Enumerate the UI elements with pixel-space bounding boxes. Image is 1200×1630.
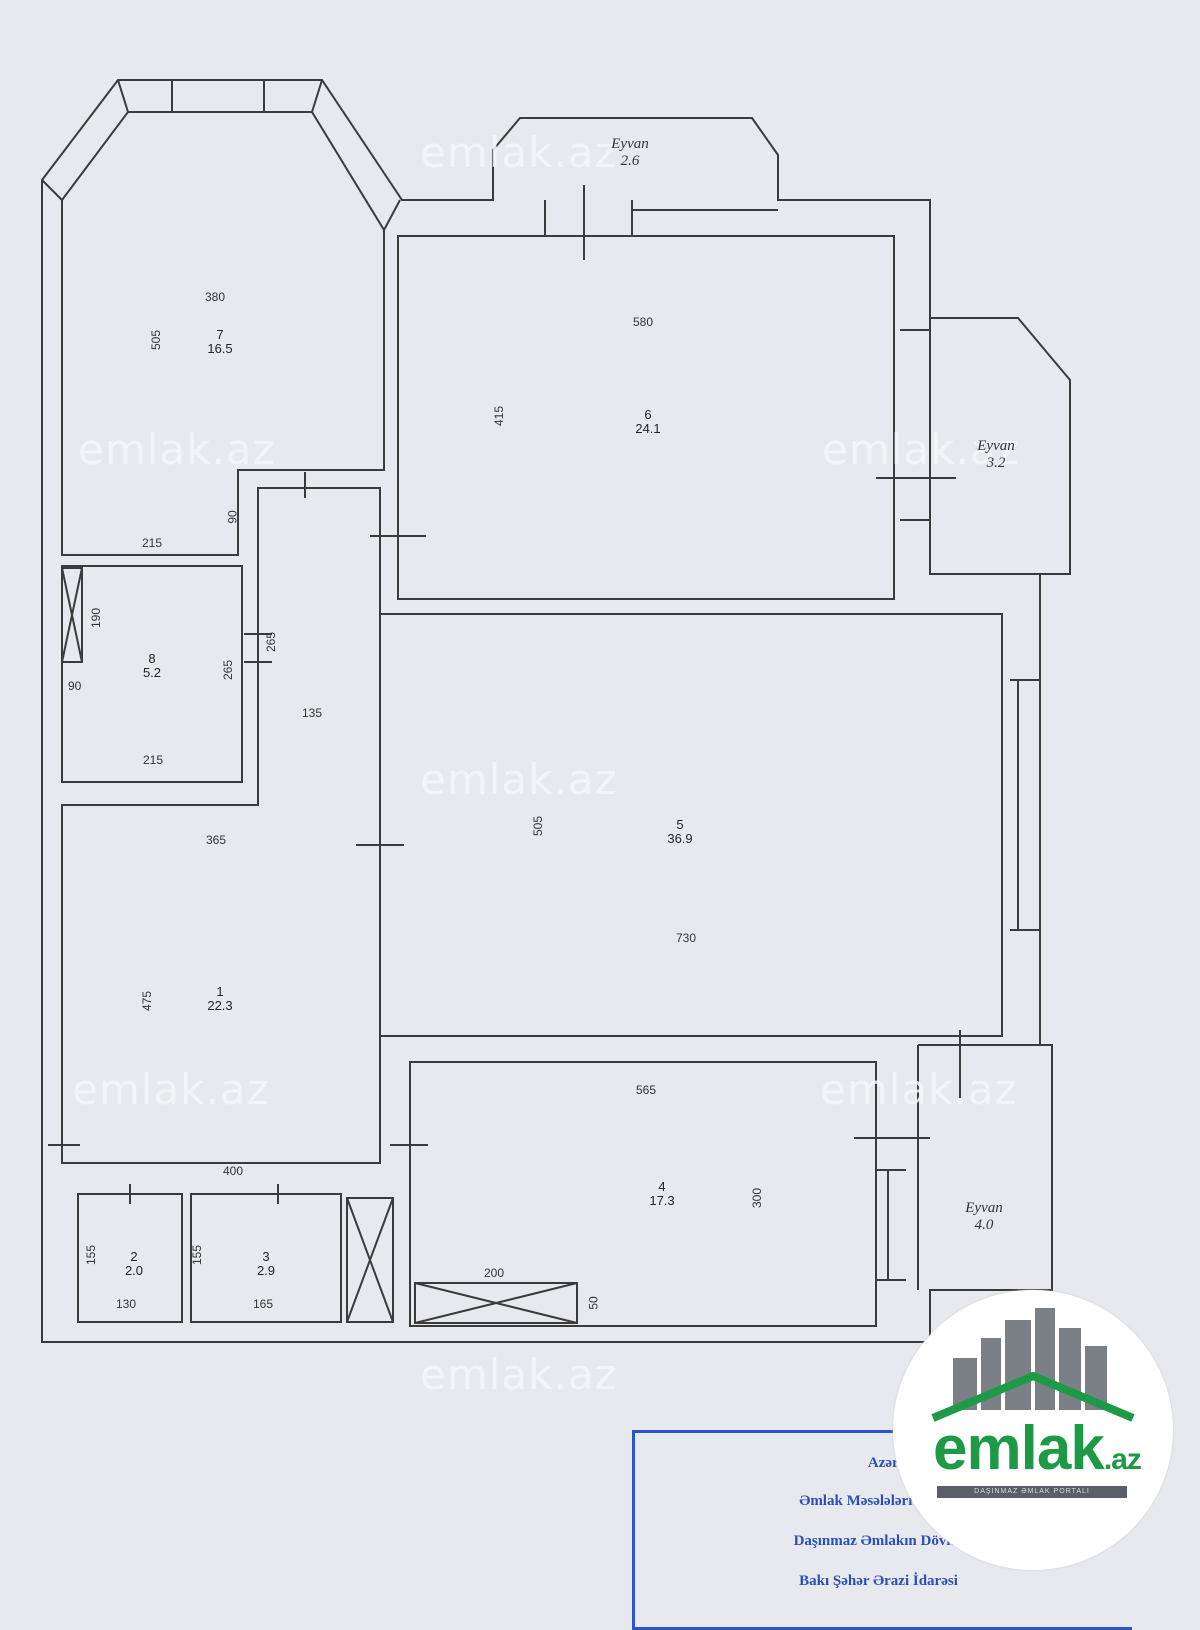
dimension-label: 505: [531, 815, 546, 837]
dimension-label: 475: [140, 990, 155, 1012]
corridor-wall: [61, 487, 381, 1164]
dimension-label: 580: [633, 315, 654, 329]
door-marks: [48, 185, 961, 1204]
dimension-label: 155: [84, 1244, 99, 1266]
dimension-label: 215: [143, 753, 164, 767]
outer-wall: [41, 79, 1071, 1343]
buildings-icon: [931, 1308, 1135, 1422]
dimension-label: 90: [225, 510, 240, 524]
dimension-label: 400: [223, 1164, 244, 1178]
dimension-label: 165: [253, 1297, 274, 1311]
emlak-logo: emlak.az DAŞINMAZ ƏMLAK PORTALI: [893, 1290, 1173, 1570]
watermark: emlak.az: [420, 755, 618, 804]
dimension-label: 135: [302, 706, 323, 720]
watermark: emlak.az: [822, 425, 1020, 474]
balcony-3-wall: [929, 318, 1040, 575]
dimension-label: 265: [221, 659, 236, 681]
watermark: emlak.az: [420, 1350, 618, 1399]
closet-wall: [414, 1282, 578, 1324]
shaft-wall: [346, 1197, 394, 1323]
dimension-label: 90: [68, 679, 82, 693]
logo-tagline: DAŞINMAZ ƏMLAK PORTALI: [937, 1486, 1127, 1498]
window-lines: [41, 79, 1040, 1281]
dimension-label: 365: [206, 833, 227, 847]
dimension-label: 190: [89, 607, 104, 629]
dimension-label: 155: [190, 1244, 205, 1266]
room-4-wall: [409, 1061, 877, 1327]
dimension-label: 215: [142, 536, 163, 550]
dimension-label: 300: [750, 1187, 765, 1209]
dimension-label: 380: [205, 290, 226, 304]
vent-cross: [61, 567, 83, 663]
room-6-wall: [397, 235, 895, 600]
dimension-label: 130: [116, 1297, 137, 1311]
dimension-label: 505: [149, 329, 164, 351]
watermark: emlak.az: [72, 1065, 270, 1114]
balcony-4-wall: [917, 1044, 1040, 1290]
dimension-label: 415: [492, 405, 507, 427]
closet-cross: [414, 1282, 578, 1324]
watermark: emlak.az: [78, 425, 276, 474]
watermark: emlak.az: [820, 1065, 1018, 1114]
watermark: emlak.az: [420, 128, 618, 177]
room-7-wall: [61, 111, 385, 556]
logo-wordmark: emlak.az: [933, 1414, 1142, 1483]
dimension-label: 200: [484, 1266, 505, 1280]
room-3-wall: [190, 1193, 342, 1323]
vent-wall: [61, 567, 83, 663]
shaft-cross: [346, 1197, 394, 1323]
room-8-wall: [61, 565, 243, 783]
dimension-label: 50: [586, 1296, 601, 1310]
dimension-label: 565: [636, 1083, 657, 1097]
room-5-wall: [379, 613, 1003, 1037]
dimension-label: 730: [676, 931, 697, 945]
dimension-label: 265: [264, 631, 279, 653]
